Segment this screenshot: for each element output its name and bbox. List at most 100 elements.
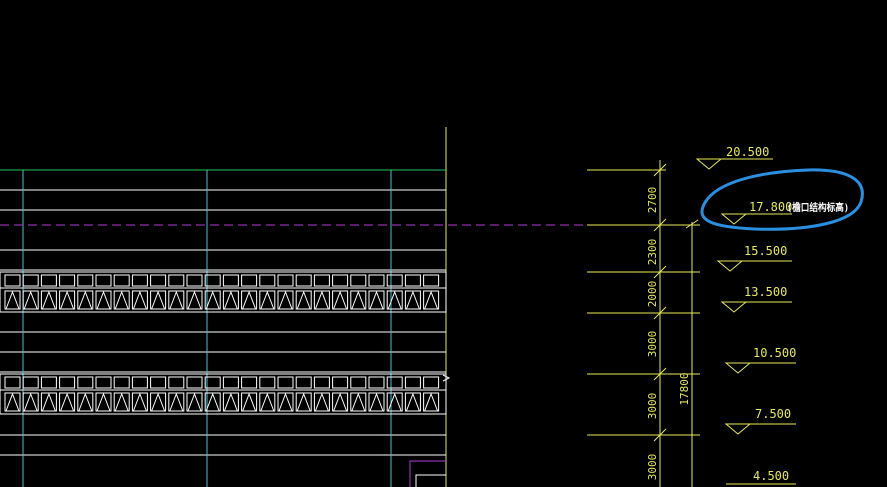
window-opening-mark — [369, 290, 384, 310]
elevation-marker[interactable]: 15.500 — [716, 244, 792, 272]
window-opening-mark — [351, 392, 366, 412]
window-opening-mark — [41, 290, 56, 310]
window-opening-mark — [242, 290, 257, 310]
window-opening-mark — [296, 290, 311, 310]
window-pane-upper — [295, 376, 312, 389]
window-pane-upper — [295, 274, 312, 287]
window-pane-upper — [40, 274, 57, 287]
elevation-level: 15.500 — [744, 244, 787, 258]
window-pane-upper — [4, 376, 21, 389]
elevation-level: 10.500 — [753, 346, 796, 360]
elevation-marks-group: 20.500 17.800 (檐口结构标高) 15.500 13.500 10.… — [695, 145, 849, 485]
window-opening-mark — [151, 290, 166, 310]
window-opening-mark — [424, 392, 439, 412]
window-pane-upper — [368, 274, 385, 287]
window-pane-upper — [404, 376, 421, 389]
elevation-level: 17.800 — [749, 200, 792, 214]
window-pane-upper — [113, 274, 130, 287]
highlight-markup-ellipse[interactable] — [700, 168, 864, 231]
total-height-label: 17800 — [678, 372, 691, 405]
dimension-tick — [685, 219, 699, 229]
window-pane-upper — [22, 376, 39, 389]
window-opening-mark — [132, 392, 147, 412]
break-mark — [442, 374, 451, 382]
elevation-marker[interactable]: 17.800 (檐口结构标高) — [720, 200, 849, 225]
window-opening-mark — [187, 392, 202, 412]
window-pane-upper — [204, 376, 221, 389]
story-height-label: 2700 — [646, 187, 659, 214]
window-pane-upper — [150, 376, 167, 389]
window-band — [0, 373, 447, 415]
window-opening-mark — [132, 290, 147, 310]
window-opening-mark — [333, 290, 348, 310]
window-band — [0, 271, 447, 313]
dimension-tick — [653, 306, 667, 320]
window-opening-mark — [151, 392, 166, 412]
window-opening-mark — [5, 290, 20, 310]
window-pane-upper — [77, 376, 94, 389]
elevation-marker[interactable]: 13.500 — [720, 285, 792, 313]
window-opening-mark — [405, 290, 420, 310]
window-band-group — [0, 271, 447, 415]
window-pane-upper — [40, 376, 57, 389]
window-pane-upper — [259, 376, 276, 389]
window-opening-mark — [5, 392, 20, 412]
window-opening-mark — [41, 392, 56, 412]
story-height-label: 3000 — [646, 331, 659, 358]
window-pane-upper — [332, 376, 349, 389]
window-opening-mark — [223, 290, 238, 310]
window-opening-mark — [333, 392, 348, 412]
window-pane-upper — [241, 376, 258, 389]
window-pane-upper — [186, 274, 203, 287]
elevation-level: 13.500 — [744, 285, 787, 299]
window-opening-mark — [205, 392, 220, 412]
elevation-marker[interactable]: 7.500 — [724, 407, 796, 435]
elevation-level: 7.500 — [755, 407, 791, 421]
story-height-label: 3000 — [646, 393, 659, 420]
window-pane-upper — [150, 274, 167, 287]
window-pane-upper — [59, 274, 76, 287]
window-opening-mark — [314, 290, 329, 310]
elevation-note: (檐口结构标高) — [787, 201, 849, 214]
window-pane-upper — [259, 274, 276, 287]
entry-outline — [409, 460, 446, 487]
window-opening-mark — [278, 290, 293, 310]
window-pane-upper — [4, 274, 21, 287]
elevation-triangle — [720, 213, 748, 225]
window-opening-mark — [114, 392, 129, 412]
elevation-triangle — [724, 362, 752, 374]
window-opening-mark — [424, 290, 439, 310]
window-pane-upper — [222, 376, 239, 389]
window-pane-upper — [423, 274, 440, 287]
window-opening-mark — [169, 392, 184, 412]
window-opening-mark — [114, 290, 129, 310]
window-pane-upper — [95, 274, 112, 287]
window-opening-mark — [387, 392, 402, 412]
window-pane-upper — [168, 274, 185, 287]
window-pane-upper — [386, 376, 403, 389]
elevation-marker[interactable]: 4.500 — [726, 469, 796, 485]
elevation-triangle — [724, 423, 752, 435]
window-pane-upper — [313, 376, 330, 389]
window-pane-upper — [241, 274, 258, 287]
window-pane-upper — [404, 274, 421, 287]
window-pane-upper — [22, 274, 39, 287]
window-pane-upper — [350, 376, 367, 389]
elevation-marker[interactable]: 20.500 — [695, 145, 773, 170]
window-opening-mark — [223, 392, 238, 412]
elevation-triangle — [716, 260, 744, 272]
window-pane-upper — [332, 274, 349, 287]
window-pane-upper — [368, 376, 385, 389]
window-opening-mark — [60, 290, 75, 310]
elevation-triangle — [695, 158, 723, 170]
window-pane-upper — [77, 274, 94, 287]
story-height-label: 3000 — [646, 454, 659, 481]
window-opening-mark — [60, 392, 75, 412]
window-opening-mark — [405, 392, 420, 412]
window-pane-upper — [423, 376, 440, 389]
window-pane-upper — [277, 274, 294, 287]
window-opening-mark — [23, 392, 38, 412]
window-opening-mark — [314, 392, 329, 412]
elevation-marker[interactable]: 10.500 — [724, 346, 796, 374]
